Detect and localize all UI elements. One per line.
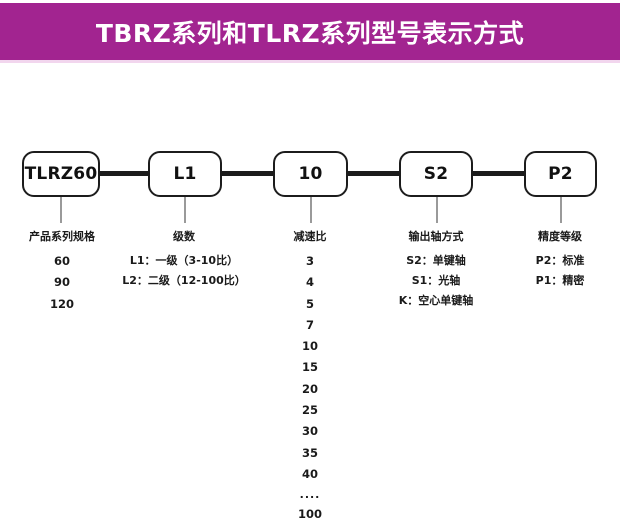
column-title: 产品系列规格: [29, 230, 95, 243]
column-item: 35: [301, 445, 318, 460]
column-item: 10: [301, 339, 318, 354]
node-label: S2: [423, 164, 449, 184]
node-label: 10: [298, 164, 323, 184]
dropline: [560, 197, 562, 223]
column-item: P2：标准: [535, 254, 585, 267]
column-title: 减速比: [293, 230, 327, 243]
column-item: 3: [305, 254, 314, 268]
column-item: 20: [301, 381, 318, 396]
model-code-diagram: TLRZ60 L1 10 S2 P2 产品系列规格 60 90 120 级数 L…: [0, 63, 620, 521]
page-banner: TBRZ系列和TLRZ系列型号表示方式: [0, 3, 620, 60]
column-title: 精度等级: [538, 230, 582, 243]
column-item: 60: [53, 254, 70, 268]
connector-line: [100, 171, 148, 176]
column-ratio: 减速比 3 4 5 7 10 15 20 25 30 35 40 .... 10…: [262, 229, 358, 526]
column-item: 4: [305, 275, 314, 290]
column-precision: 精度等级 P2：标准 P1：精密: [506, 229, 614, 291]
node-box-precision[interactable]: P2: [524, 151, 597, 197]
column-item: S1：光轴: [411, 274, 461, 287]
column-item: 15: [301, 360, 318, 375]
column-series: 产品系列规格 60 90 120: [0, 229, 124, 315]
page-title: TBRZ系列和TLRZ系列型号表示方式: [95, 18, 525, 48]
column-item: 7: [305, 317, 314, 332]
dropline: [310, 197, 312, 223]
dropline: [60, 197, 62, 223]
column-item: 90: [53, 275, 70, 290]
column-item: 100: [297, 507, 322, 522]
node-label: L1: [173, 164, 197, 184]
column-title: 级数: [173, 230, 195, 243]
column-item: L1：一级（3-10比）: [129, 254, 239, 267]
column-title: 输出轴方式: [408, 230, 464, 243]
connector-line: [473, 171, 524, 176]
column-item: L2：二级（12-100比）: [122, 274, 246, 287]
column-item: 40: [301, 466, 318, 481]
node-box-series[interactable]: TLRZ60: [22, 151, 100, 197]
column-item: K：空心单键轴: [398, 294, 474, 307]
column-item: 120: [49, 296, 74, 311]
node-label: P2: [548, 164, 573, 184]
column-item: 30: [301, 424, 318, 439]
column-item: P1：精密: [535, 274, 585, 287]
column-item-ellipsis: ....: [299, 488, 321, 502]
column-item: 25: [301, 403, 318, 418]
connector-line: [222, 171, 273, 176]
node-box-ratio[interactable]: 10: [273, 151, 348, 197]
column-shaft: 输出轴方式 S2：单键轴 S1：光轴 K：空心单键轴: [372, 229, 500, 311]
column-stage: 级数 L1：一级（3-10比） L2：二级（12-100比）: [112, 229, 256, 291]
dropline: [184, 197, 186, 223]
node-label: TLRZ60: [24, 164, 98, 184]
node-box-stage[interactable]: L1: [148, 151, 222, 197]
connector-line: [348, 171, 399, 176]
column-item: S2：单键轴: [406, 254, 466, 267]
dropline: [436, 197, 438, 223]
column-item: 5: [305, 296, 314, 311]
node-box-shaft[interactable]: S2: [399, 151, 473, 197]
banner-underline: [0, 60, 620, 63]
